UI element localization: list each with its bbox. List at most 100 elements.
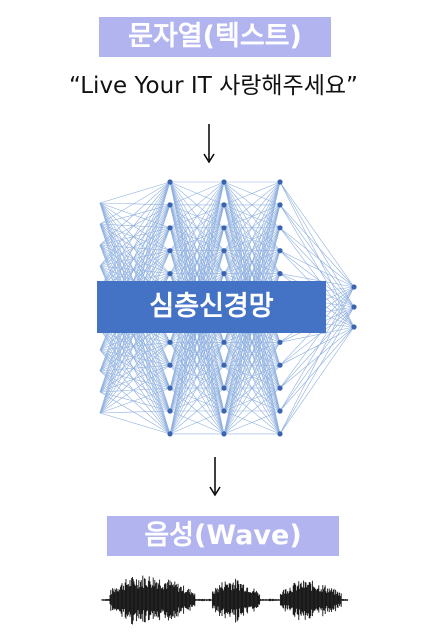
network-connection: [279, 326, 355, 435]
network-connection: [279, 273, 355, 288]
network-connection: [99, 319, 171, 414]
network-connection: [279, 326, 355, 343]
network-connection: [223, 181, 281, 229]
network-connection: [99, 387, 171, 393]
network-node: [351, 304, 357, 310]
network-connection: [99, 202, 171, 229]
network-node: [277, 225, 283, 231]
network-connection: [99, 342, 171, 393]
network-node: [221, 339, 227, 345]
network-node: [167, 385, 173, 391]
network-connection: [99, 181, 171, 288]
network-node: [167, 202, 173, 208]
network-connection: [223, 387, 281, 435]
network-connection: [99, 244, 171, 435]
network-connection: [279, 250, 355, 308]
network-node: [277, 408, 283, 414]
network-connection: [279, 227, 355, 308]
network-connection: [279, 204, 355, 308]
network-node: [167, 225, 173, 231]
network-connection: [99, 181, 171, 204]
input-text: “Live Your IT 사랑해주세요”: [69, 73, 358, 99]
network-node: [277, 431, 283, 437]
network-connection: [279, 326, 355, 366]
network-connection: [279, 181, 355, 288]
network-connection: [169, 181, 225, 274]
network-connection: [99, 364, 171, 372]
network-connection: [169, 342, 225, 435]
network-connection: [169, 181, 225, 297]
network-connection: [223, 365, 281, 435]
network-connection: [99, 181, 171, 246]
network-node: [277, 248, 283, 254]
network-node: [351, 324, 357, 330]
network-node: [277, 271, 283, 277]
network-connection: [223, 181, 281, 274]
network-connection: [223, 342, 281, 435]
network-connection: [279, 227, 355, 288]
model-label: 심층신경망: [97, 281, 326, 333]
network-node: [277, 179, 283, 185]
network-connection: [99, 204, 171, 267]
network-connection: [223, 181, 281, 366]
network-node: [221, 271, 227, 277]
network-connection: [169, 365, 225, 435]
network-connection: [279, 326, 355, 389]
network-connection: [99, 244, 171, 274]
waveform-bars: [101, 575, 349, 625]
network-node: [221, 408, 227, 414]
network-connection: [223, 181, 281, 297]
network-connection: [223, 181, 281, 206]
network-node: [167, 248, 173, 254]
network-node: [221, 385, 227, 391]
network-connection: [99, 227, 171, 288]
network-connection: [99, 227, 171, 267]
network-connection: [169, 319, 225, 435]
network-connection: [279, 250, 355, 288]
network-connection: [169, 181, 225, 251]
network-connection: [99, 223, 171, 229]
network-connection: [99, 202, 171, 274]
network-connection: [99, 204, 171, 288]
network-connection: [99, 223, 171, 274]
network-connection: [99, 342, 171, 372]
network-connection: [99, 412, 171, 435]
input-label: 문자열(텍스트): [99, 17, 331, 57]
network-connection: [279, 286, 355, 435]
network-node: [221, 248, 227, 254]
network-node: [221, 179, 227, 185]
network-connection: [279, 181, 355, 328]
network-connection: [279, 204, 355, 288]
network-connection: [99, 181, 171, 267]
network-connection: [99, 364, 171, 393]
network-connection: [223, 410, 281, 435]
network-connection: [223, 319, 281, 435]
network-connection: [99, 250, 171, 288]
network-connection: [99, 370, 171, 412]
waveform-graphic: [101, 575, 349, 625]
network-connection: [223, 181, 281, 251]
network-node: [167, 408, 173, 414]
network-connection: [279, 326, 355, 412]
network-node: [277, 385, 283, 391]
network-connection: [99, 342, 171, 351]
network-connection: [279, 286, 355, 412]
network-connection: [99, 265, 171, 274]
network-connection: [99, 181, 171, 372]
network-connection: [279, 181, 355, 308]
network-connection: [99, 391, 171, 435]
network-connection: [169, 181, 225, 206]
network-connection: [99, 202, 171, 206]
output-label: 음성(Wave): [107, 516, 339, 556]
network-node: [167, 431, 173, 437]
network-node: [167, 179, 173, 185]
network-connection: [99, 328, 171, 366]
network-node: [277, 362, 283, 368]
network-connection: [99, 227, 171, 246]
network-node: [167, 362, 173, 368]
network-connection: [99, 244, 171, 251]
network-node: [277, 339, 283, 345]
network-node: [221, 202, 227, 208]
network-connection: [99, 410, 171, 414]
